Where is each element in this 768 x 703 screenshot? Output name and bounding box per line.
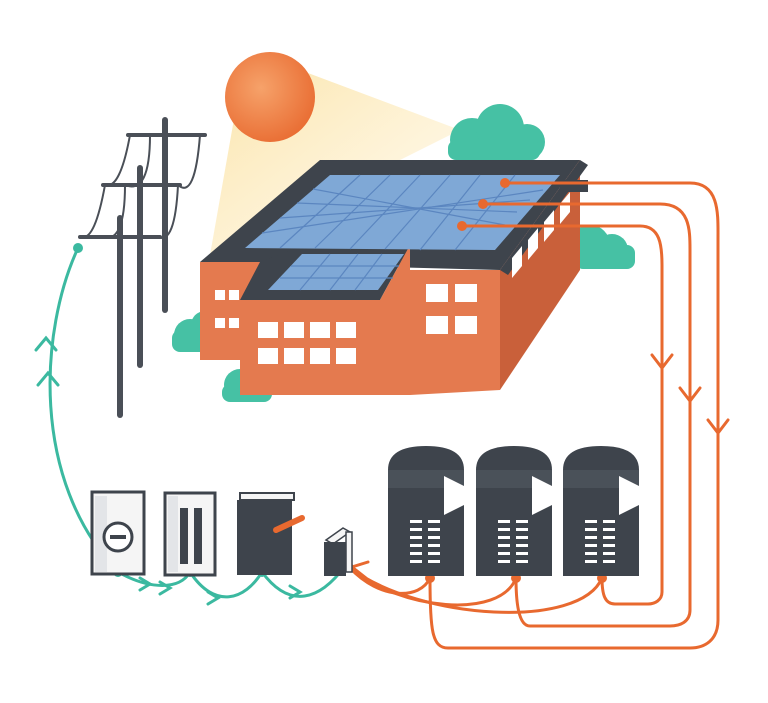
electric-meter-icon [90,490,146,576]
power-lines [81,134,201,239]
grid-flow-arrow [34,335,303,606]
junction-box-icon [324,527,353,576]
inverter-icon [563,446,639,576]
disconnect-switch-icon [237,492,305,575]
inverter-icon [388,446,464,576]
solar-panel-icon [245,174,560,251]
solar-panel-icon [268,253,404,291]
grid-flow-line [48,247,347,599]
inverter-icon [476,446,552,576]
solar-flow-line [348,181,720,650]
utility-pole-icon [78,117,207,418]
tree-icon [570,225,635,269]
building-windows [215,192,570,364]
breaker-panel-icon [163,491,217,577]
sun-icon [225,52,315,142]
tree-icon [448,104,545,162]
